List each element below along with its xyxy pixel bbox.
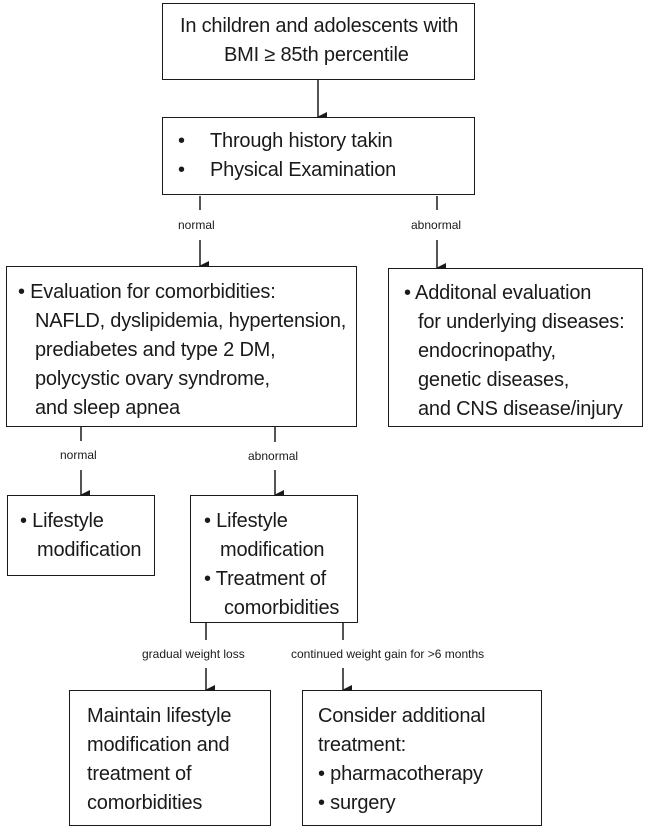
start-line-1: In children and adolescents with bbox=[180, 15, 459, 37]
consider-box bbox=[302, 690, 542, 826]
additional-line-4: genetic diseases, bbox=[418, 369, 570, 391]
history-bullet-1: • bbox=[178, 130, 185, 152]
history-bullet-2: • bbox=[178, 159, 185, 181]
treatment-line-2: modification bbox=[220, 539, 325, 561]
treatment-box bbox=[190, 495, 358, 623]
label-continued-weight-gain: continued weight gain for >6 months bbox=[291, 647, 485, 661]
consider-line-1: Consider additional bbox=[318, 705, 486, 727]
lifestyle-box bbox=[7, 495, 155, 576]
additional-line-3: endocrinopathy, bbox=[418, 340, 556, 362]
start-line-2: BMI ≥ 85th percentile bbox=[224, 44, 409, 66]
treatment-line-4: comorbidities bbox=[224, 597, 340, 619]
consider-line-3: • pharmacotherapy bbox=[318, 763, 483, 785]
maintain-line-2: modification and bbox=[87, 734, 230, 756]
maintain-line-4: comorbidities bbox=[87, 792, 203, 814]
maintain-line-3: treatment of bbox=[87, 763, 192, 785]
additional-evaluation-box bbox=[388, 268, 643, 427]
history-box bbox=[162, 117, 475, 195]
maintain-box bbox=[69, 690, 271, 826]
evaluation-box bbox=[6, 266, 357, 427]
treatment-line-1: • Lifestyle bbox=[204, 510, 288, 532]
consider-line-4: • surgery bbox=[318, 792, 396, 814]
label-normal-1: normal bbox=[178, 218, 215, 232]
maintain-line-1: Maintain lifestyle bbox=[87, 705, 232, 727]
evaluation-line-5: and sleep apnea bbox=[35, 397, 180, 419]
history-item-1: Through history takin bbox=[210, 130, 393, 152]
evaluation-line-1: • Evaluation for comorbidities: bbox=[18, 281, 276, 303]
label-abnormal-2: abnormal bbox=[248, 449, 299, 463]
additional-line-5: and CNS disease/injury bbox=[418, 398, 623, 420]
consider-line-2: treatment: bbox=[318, 734, 407, 756]
start-box bbox=[162, 3, 475, 80]
evaluation-line-4: polycystic ovary syndrome, bbox=[35, 368, 270, 390]
label-abnormal-1: abnormal bbox=[411, 218, 462, 232]
label-gradual-weight-loss: gradual weight loss bbox=[142, 647, 245, 661]
additional-line-2: for underlying diseases: bbox=[418, 311, 625, 333]
lifestyle-line-1: • Lifestyle bbox=[20, 510, 104, 532]
treatment-line-3: • Treatment of bbox=[204, 568, 327, 590]
history-item-2: Physical Examination bbox=[210, 159, 397, 181]
evaluation-line-3: prediabetes and type 2 DM, bbox=[35, 339, 276, 361]
label-normal-2: normal bbox=[60, 448, 97, 462]
evaluation-line-2: NAFLD, dyslipidemia, hypertension, bbox=[35, 310, 347, 332]
lifestyle-line-2: modification bbox=[37, 539, 142, 561]
additional-line-1: • Additonal evaluation bbox=[404, 282, 592, 304]
